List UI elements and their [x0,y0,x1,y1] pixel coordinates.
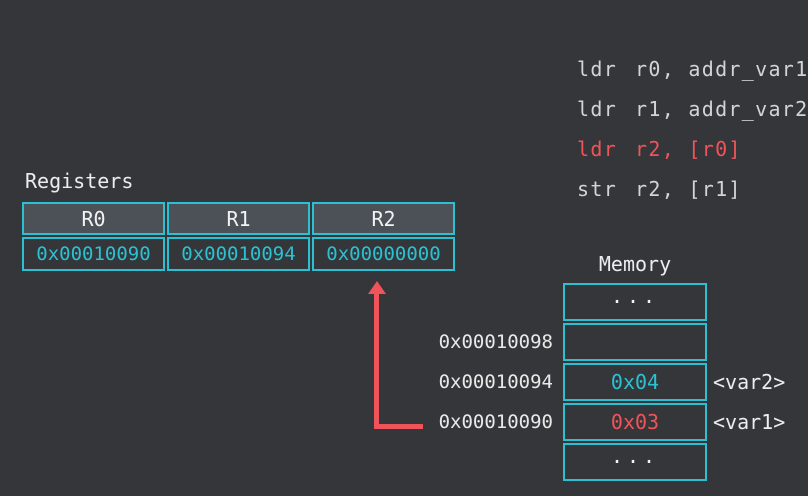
register-value-cell: 0x00010090 [22,237,165,271]
arrow-head-icon [368,281,386,294]
memory-cell: 0x04 [563,363,707,401]
arrow-vertical-line [374,292,379,429]
code-line: ldr r1, addr_var2 [497,49,808,121]
registers-table: R0 R1 R2 0x00010090 0x00010094 0x0000000… [22,202,455,271]
assembly-code-block: ldr r0, addr_var1 ldr r1, addr_var2 ldr r2,… [497,9,808,201]
memory-table: ... 0x04 0x03 ... [563,283,707,481]
memory-cell-value: 0x04 [610,370,660,394]
memory-var-label: <var1> [713,410,786,434]
memory-cell-value: ... [610,284,660,308]
memory-cell [563,323,707,361]
memory-cell: ... [563,443,707,481]
code-mnemonic: ldr [577,137,618,161]
memory-cell-value: ... [610,444,660,468]
code-operands: r2, [r0] [635,137,742,161]
register-value-cell: 0x00010094 [167,237,310,271]
memory-title: Memory [598,252,672,276]
code-line: ldr r0, addr_var1 [497,9,808,81]
memory-cell: ... [563,283,707,321]
code-mnemonic: str [577,177,618,201]
memory-address: 0x00010098 [438,331,553,353]
memory-address: 0x00010090 [438,411,553,433]
arrow-horizontal-line [374,424,423,429]
register-header-cell: R0 [22,202,165,235]
code-line: str r2, [r1] [497,129,808,201]
register-header-cell: R2 [312,202,455,235]
memory-cell: 0x03 [563,403,707,441]
memory-var-label: <var2> [713,370,786,394]
code-operands: r1, addr_var2 [635,97,808,121]
register-value-cell: 0x00000000 [312,237,455,271]
code-operands: r0, addr_var1 [635,57,808,81]
memory-cell-value: 0x03 [610,410,660,434]
memory-address: 0x00010094 [438,371,553,393]
code-operands: r2, [r1] [635,177,742,201]
registers-title: Registers [25,169,134,193]
register-header-cell: R1 [167,202,310,235]
code-mnemonic: ldr [577,97,618,121]
code-mnemonic: ldr [577,57,618,81]
code-line-highlighted: ldr r2, [r0] [497,89,808,161]
